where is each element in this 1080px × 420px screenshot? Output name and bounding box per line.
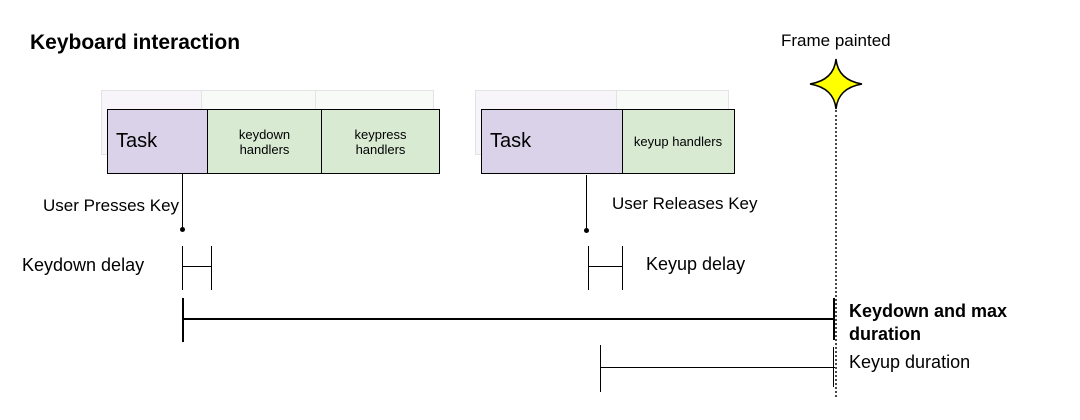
diagram-title: Keyboard interaction: [30, 31, 241, 54]
frame-paint-dotted-line: [835, 110, 837, 397]
sparkle-star-icon: [809, 58, 863, 110]
task-segment: Task: [481, 109, 623, 174]
keyup-duration-right-tick: [833, 347, 834, 387]
keydown-delay-connector: [182, 266, 212, 267]
keydown-duration-left-tick: [182, 298, 184, 342]
task-segment-label: Task: [490, 130, 532, 152]
task-segment-label: Task: [116, 130, 158, 152]
keydown-duration-right-tick: [833, 298, 835, 340]
keyup-delay-left-tick: [588, 246, 589, 290]
keyup-delay-connector: [588, 266, 623, 267]
keydown-duration-line: [183, 318, 835, 320]
keyup-delay-right-tick: [622, 246, 623, 290]
keydown-delay-right-tick: [211, 246, 212, 290]
keydown-task-bar: Task keydown handlers keypress handlers: [107, 109, 440, 174]
key-press-arrowhead-dot: [180, 227, 185, 232]
keypress-handlers-segment: keypress handlers: [321, 109, 440, 174]
key-release-arrow-line: [586, 175, 587, 228]
keyup-duration-line: [601, 367, 835, 368]
user-releases-key-label: User Releases Key: [612, 194, 758, 213]
key-release-arrowhead-dot: [584, 228, 589, 233]
keydown-delay-label: Keydown delay: [22, 255, 145, 275]
keydown-handlers-segment: keydown handlers: [206, 109, 323, 174]
keyup-handlers-label: keyup handlers: [633, 134, 723, 149]
user-presses-key-label: User Presses Key: [43, 196, 180, 215]
keyup-delay-label: Keyup delay: [646, 254, 746, 274]
keypress-handlers-label: keypress handlers: [354, 126, 407, 157]
keyup-task-bar: Task keyup handlers: [481, 109, 735, 174]
keyup-handlers-segment: keyup handlers: [621, 109, 735, 174]
keydown-delay-left-tick: [182, 246, 183, 290]
keyup-duration-label: Keyup duration: [849, 352, 971, 372]
key-press-arrow-line: [182, 174, 183, 228]
keydown-handlers-label: keydown handlers: [238, 126, 291, 157]
keydown-max-duration-label: Keydown and max duration: [849, 301, 1008, 344]
task-segment: Task: [107, 109, 208, 174]
keyup-duration-left-tick: [600, 345, 601, 392]
frame-painted-label: Frame painted: [781, 31, 891, 50]
